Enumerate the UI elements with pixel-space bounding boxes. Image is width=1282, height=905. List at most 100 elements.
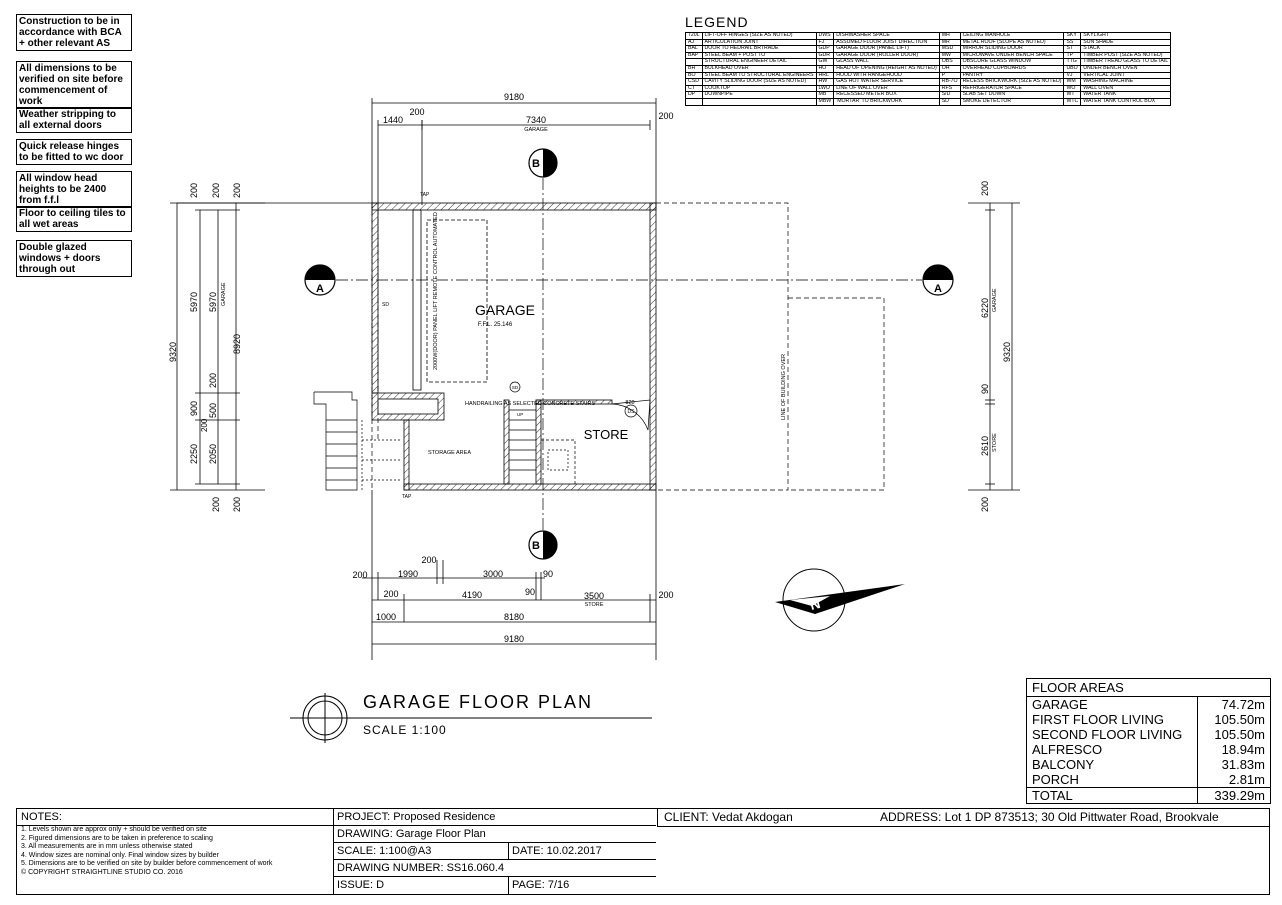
drawing-title: GARAGE FLOOR PLAN [363, 692, 594, 712]
dim-bottom-3000: 3000 [483, 569, 503, 579]
floor-area-value: 31.83m [1197, 757, 1270, 772]
dim-left-5970b: 5970 [208, 292, 218, 312]
dim-bottom-1990: 1990 [398, 569, 418, 579]
dim-left-200b: 200 [211, 183, 221, 198]
legend-title: LEGEND [685, 14, 749, 30]
tb-client: CLIENT: Vedat Akdogan [664, 810, 793, 824]
section-marker-b-top: B [528, 148, 558, 178]
dim-left-200d: 200 [208, 373, 218, 388]
dim-left-500: 500 [208, 403, 218, 418]
tb-note-4: 4. Window sizes are nominal only. Final … [21, 851, 219, 859]
tb-notes: NOTES: 1. Levels shown are approx only +… [17, 809, 334, 894]
dim-bottom-1000: 1000 [376, 612, 396, 622]
dim-left-2250: 2250 [189, 444, 199, 464]
title-graphic [290, 693, 652, 743]
floor-areas-title: FLOOR AREAS [1027, 679, 1270, 697]
dim-left-200f: 200 [211, 497, 221, 512]
dim-bottom-90a: 90 [543, 569, 553, 579]
dim-bottom-200a: 200 [352, 570, 367, 580]
dim-left-200c: 200 [232, 183, 242, 198]
floor-area-value: 105.50m [1197, 727, 1270, 742]
section-marker-a-right: A [922, 264, 954, 296]
dim-right-200b: 200 [980, 497, 990, 512]
tb-project: PROJECT: Proposed Residence [334, 809, 656, 826]
tb-address: ADDRESS: Lot 1 DP 873513; 30 Old Pittwat… [880, 810, 1219, 824]
note-release-hinges: Quick release hinges to be fitted to wc … [16, 139, 132, 165]
note-weather-stripping: Weather stripping to all external doors [16, 107, 132, 133]
tb-drawing: DRAWING: Garage Floor Plan [334, 826, 656, 843]
floor-area-name: GARAGE [1032, 697, 1088, 712]
section-a-label-right: A [934, 283, 942, 295]
dim-bottom-200c: 200 [383, 589, 398, 599]
dim-left-200g: 200 [232, 497, 242, 512]
dim-bottom-store: STORE [585, 602, 604, 608]
note-double-glazed: Double glazed windows + doors through ou… [16, 240, 132, 277]
dim-right-9320: 9320 [1002, 342, 1012, 362]
walls [371, 202, 657, 491]
floor-area-total-value: 339.29m [1197, 787, 1270, 803]
north-label: N [808, 595, 822, 613]
bottom-dimensions [362, 490, 657, 660]
ffl-label: F.F.L. 25.146 [478, 322, 513, 328]
tb-page: PAGE: 7/16 [512, 879, 570, 891]
section-a-label-left: A [316, 283, 324, 295]
dim-bottom-200b: 200 [421, 555, 436, 565]
up-label: UP [517, 412, 523, 417]
note-tiles: Floor to ceiling tiles to all wet areas [16, 206, 132, 232]
dim-top-7340: 7340 [526, 115, 546, 125]
legend-description: SMOKE DETECTOR [959, 97, 1065, 106]
tap-top-label: TAP [420, 192, 430, 198]
dim-bottom-8180: 8180 [504, 612, 524, 622]
note-bca: Construction to be in accordance with BC… [16, 14, 132, 51]
section-b-label-top: B [532, 158, 540, 170]
dim-left-8920: 8920 [232, 334, 242, 354]
ds-label: DS [628, 409, 636, 415]
dim-top-200a: 200 [409, 107, 424, 117]
line-building-over-label: LINE OF BUILDING OVER [781, 354, 787, 420]
floor-area-row: SECOND FLOOR LIVING 105.50m [1027, 727, 1270, 742]
dim-top-1440: 1440 [383, 115, 403, 125]
dim-bottom-90b: 90 [525, 587, 535, 597]
dim-top-9180: 9180 [504, 92, 524, 102]
dim-right-200a: 200 [980, 181, 990, 196]
dim-820: 820 [625, 400, 634, 406]
note-dimensions: All dimensions to be verified on site be… [16, 61, 132, 109]
smoke-detector-label: SD [382, 302, 389, 308]
floor-area-total-label: TOTAL [1027, 787, 1198, 803]
tb-note-5: 5. Dimensions are to be verified on site… [21, 860, 273, 868]
dim-left-9320: 9320 [168, 342, 178, 362]
floor-area-value: 74.72m [1197, 697, 1270, 712]
floor-area-row: GARAGE 74.72m [1027, 697, 1270, 712]
tb-notes-header: NOTES: [17, 809, 333, 826]
floor-area-value: 2.81m [1197, 772, 1270, 788]
tb-issue: ISSUE: D [334, 877, 509, 894]
right-dimensions [968, 202, 1020, 491]
dim-right-store: STORE [992, 433, 998, 452]
tb-drawing-number: DRAWING NUMBER: SS16.060.4 [334, 860, 656, 877]
section-lines [336, 178, 922, 530]
room-store-label: STORE [584, 427, 629, 442]
section-marker-b-bottom: B [528, 530, 558, 560]
dim-left-garage: GARAGE [221, 282, 227, 306]
line-building-over [371, 202, 885, 491]
top-dimensions [371, 98, 657, 205]
tb-note-3: 3. All measurements are in mm unless oth… [21, 843, 193, 851]
floor-area-name: SECOND FLOOR LIVING [1032, 727, 1183, 742]
floor-area-name: BALCONY [1032, 757, 1095, 772]
dim-top-garage: GARAGE [524, 127, 548, 133]
dim-bottom-9180: 9180 [504, 634, 524, 644]
tb-date: DATE: 10.02.2017 [509, 843, 656, 860]
legend-description [701, 97, 817, 106]
legend-description: WATER TANK CONTROL BOX [1080, 97, 1172, 106]
dim-bottom-4190: 4190 [462, 590, 482, 600]
left-dimensions [170, 202, 372, 491]
tb-note-2: 2. Figured dimensions are to be taken in… [21, 834, 213, 842]
section-marker-a-left: A [304, 264, 336, 296]
dim-bottom-200d: 200 [658, 590, 673, 600]
title-block: NOTES: 1. Levels shown are approx only +… [16, 808, 1270, 895]
